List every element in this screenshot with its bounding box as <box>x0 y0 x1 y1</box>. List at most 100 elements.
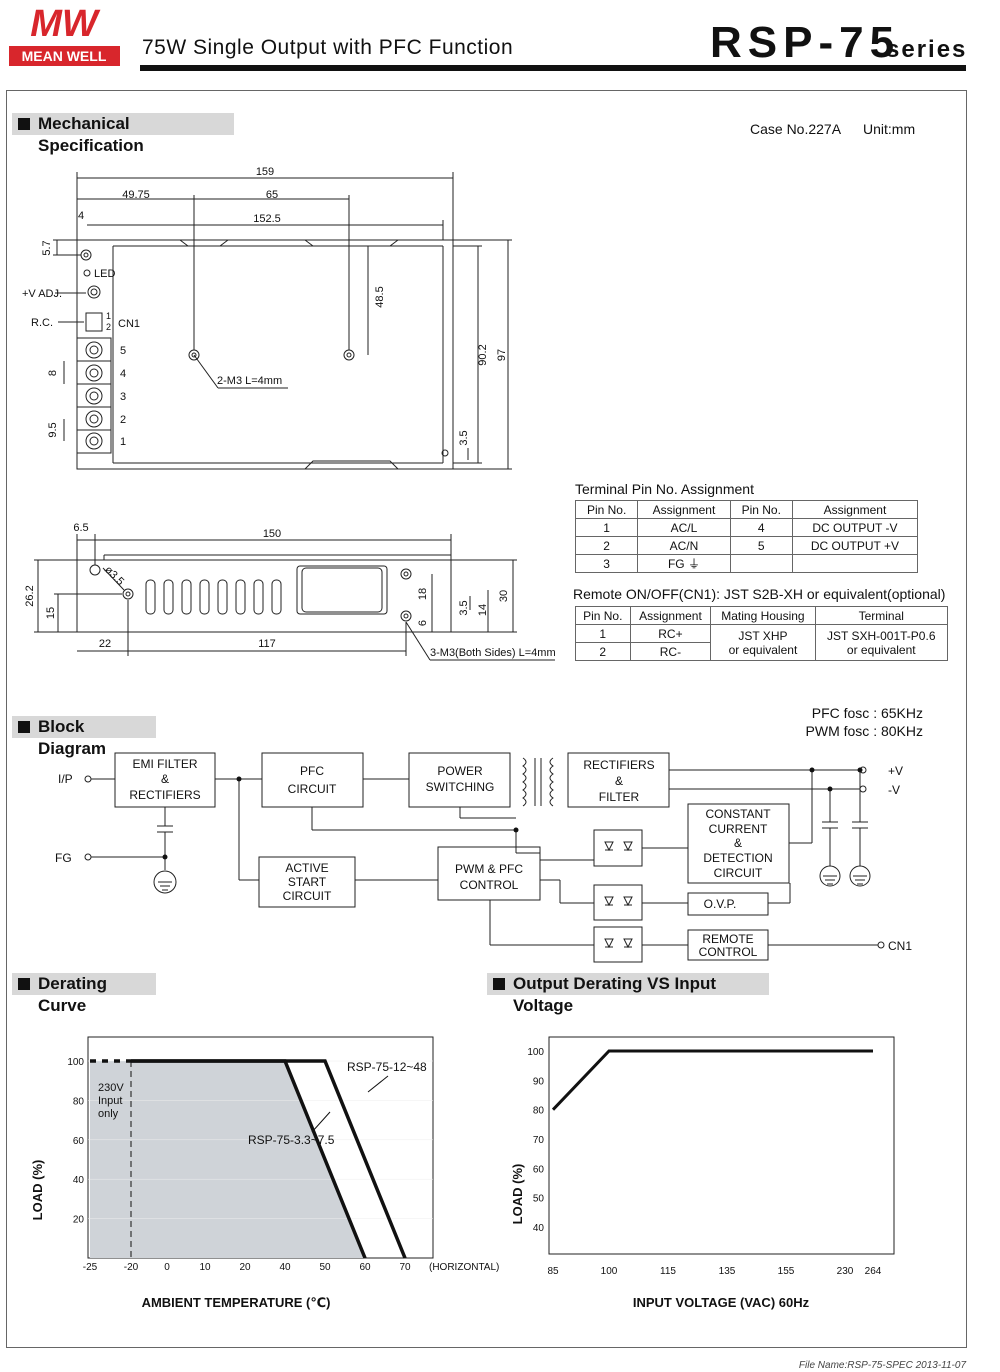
chart2-frame <box>548 1036 895 1255</box>
active-line3: CIRCUIT <box>283 889 332 903</box>
pos-v-label: +V <box>888 764 903 778</box>
case-number: Case No.227A <box>750 121 842 137</box>
active-line1: ACTIVE <box>285 861 328 875</box>
mechanical-title: Mechanical Specification <box>12 113 234 155</box>
ccd-line3: & <box>734 836 742 850</box>
chart1-y-tick: 60 <box>73 1136 85 1147</box>
meanwell-logo: MW MEAN WELL <box>5 0 124 70</box>
th-assignment-2: Assignment <box>791 500 919 519</box>
label-rsp-12-48: RSP-75-12~48 <box>347 1060 427 1074</box>
remote-line2: CONTROL <box>699 945 758 959</box>
chart2-x-tick: 100 <box>601 1266 618 1277</box>
series-label: series <box>886 36 968 63</box>
chart1-x-tick: 50 <box>319 1262 331 1273</box>
th-pin-2: Pin No. <box>729 500 793 519</box>
vadj-label: +V ADJ. <box>22 288 62 300</box>
terminal-2: 2 <box>120 414 126 426</box>
ccd-line1: CONSTANT <box>705 807 771 821</box>
chart1-230v-dashes <box>90 1059 132 1258</box>
chart2-y-tick: 40 <box>533 1223 545 1234</box>
pfc-line1: PFC <box>300 764 324 778</box>
chart1-x-tick: 40 <box>279 1262 291 1273</box>
annot-input: Input <box>98 1095 122 1107</box>
terminal-3: 3 <box>120 391 126 403</box>
label-rsp-3-3-7-5: RSP-75-3.3~7.5 <box>248 1133 335 1147</box>
power-line1: POWER <box>437 764 483 778</box>
neg-v-label: -V <box>888 783 900 797</box>
dim-117: 117 <box>258 638 276 650</box>
chart1-y-ticks: 20 40 60 80 100 <box>67 1057 84 1226</box>
chart1-x-tick: 60 <box>359 1262 371 1273</box>
chart1-x-tick: -20 <box>124 1262 139 1273</box>
dim-22: 22 <box>99 638 111 650</box>
dim-90-2: 90.2 <box>477 344 489 365</box>
svg-text:MW: MW <box>30 3 101 45</box>
chart2-x-tick: 264 <box>865 1266 882 1277</box>
chart2-y-tick: 100 <box>527 1047 544 1058</box>
chart2-y-tick: 90 <box>533 1076 545 1087</box>
emi-line2: & <box>161 772 169 786</box>
block-diagram: EMI FILTER & RECTIFIERS PFC CIRCUIT POWE… <box>55 752 912 963</box>
chart1-xlabel: AMBIENT TEMPERATURE (℃) <box>142 1295 331 1310</box>
block-ovp <box>687 892 769 916</box>
dim-14: 14 <box>477 604 489 616</box>
block-rect <box>567 752 670 808</box>
rect-line1: RECTIFIERS <box>583 758 654 772</box>
dim-150: 150 <box>263 528 281 540</box>
block-pfc <box>261 752 364 808</box>
dim-26-2: 26.2 <box>24 585 36 606</box>
chart1-y-tick: 40 <box>73 1175 85 1186</box>
dim-152-5: 152.5 <box>253 213 281 225</box>
dim-65: 65 <box>266 189 278 201</box>
terminal-5: 5 <box>120 345 126 357</box>
dim-159: 159 <box>256 166 274 178</box>
pfc-line2: CIRCUIT <box>288 782 337 796</box>
content-frame <box>6 90 967 1348</box>
opto-2 <box>593 884 643 921</box>
chart2-y-tick: 70 <box>533 1135 545 1146</box>
dim-18: 18 <box>417 588 429 600</box>
case-outline-side <box>76 559 452 633</box>
cn1-io-label: CN1 <box>888 939 912 953</box>
table-header-row: Pin No. Assignment Pin No. Assignment <box>574 500 919 519</box>
dim-5-7: 5.7 <box>41 240 53 255</box>
dim-hole-dia: ø3.5 <box>102 564 126 588</box>
dim-15: 15 <box>45 607 57 619</box>
dim-49-75: 49.75 <box>122 189 150 201</box>
chart1-y-tick: 20 <box>73 1215 85 1226</box>
dim-48-5: 48.5 <box>374 286 386 307</box>
chart1-ylabel: LOAD (%) <box>30 1160 45 1221</box>
chart1-y-tick: 80 <box>73 1096 85 1107</box>
side-vents <box>145 579 282 615</box>
th-assignment: Assignment <box>637 500 731 519</box>
pwm-line2: CONTROL <box>460 878 519 892</box>
fg-label: FG <box>55 851 72 865</box>
chart1-y-tick: 100 <box>67 1057 84 1068</box>
rc-label: R.C. <box>31 317 53 329</box>
dim-97: 97 <box>496 349 508 361</box>
block-active <box>258 856 356 908</box>
emi-line1: EMI FILTER <box>132 757 197 771</box>
power-line2: SWITCHING <box>426 780 495 794</box>
dim-6: 6 <box>417 620 429 626</box>
annot-230v: 230V <box>98 1082 124 1094</box>
chart2-x-tick: 155 <box>778 1266 795 1277</box>
chart2-series <box>551 1049 873 1111</box>
block-diagram-title: Block Diagram <box>12 716 156 758</box>
terminal-1: 1 <box>120 436 126 448</box>
terminal-4: 4 <box>120 368 126 380</box>
opto-3 <box>593 926 643 963</box>
dim-9-5: 9.5 <box>47 422 59 437</box>
chart2-xlabel: INPUT VOLTAGE (VAC) 60Hz <box>633 1295 810 1310</box>
file-name-footer: File Name:RSP-75-SPEC 2013-11-07 <box>798 1360 966 1371</box>
rect-line3: FILTER <box>599 790 640 804</box>
